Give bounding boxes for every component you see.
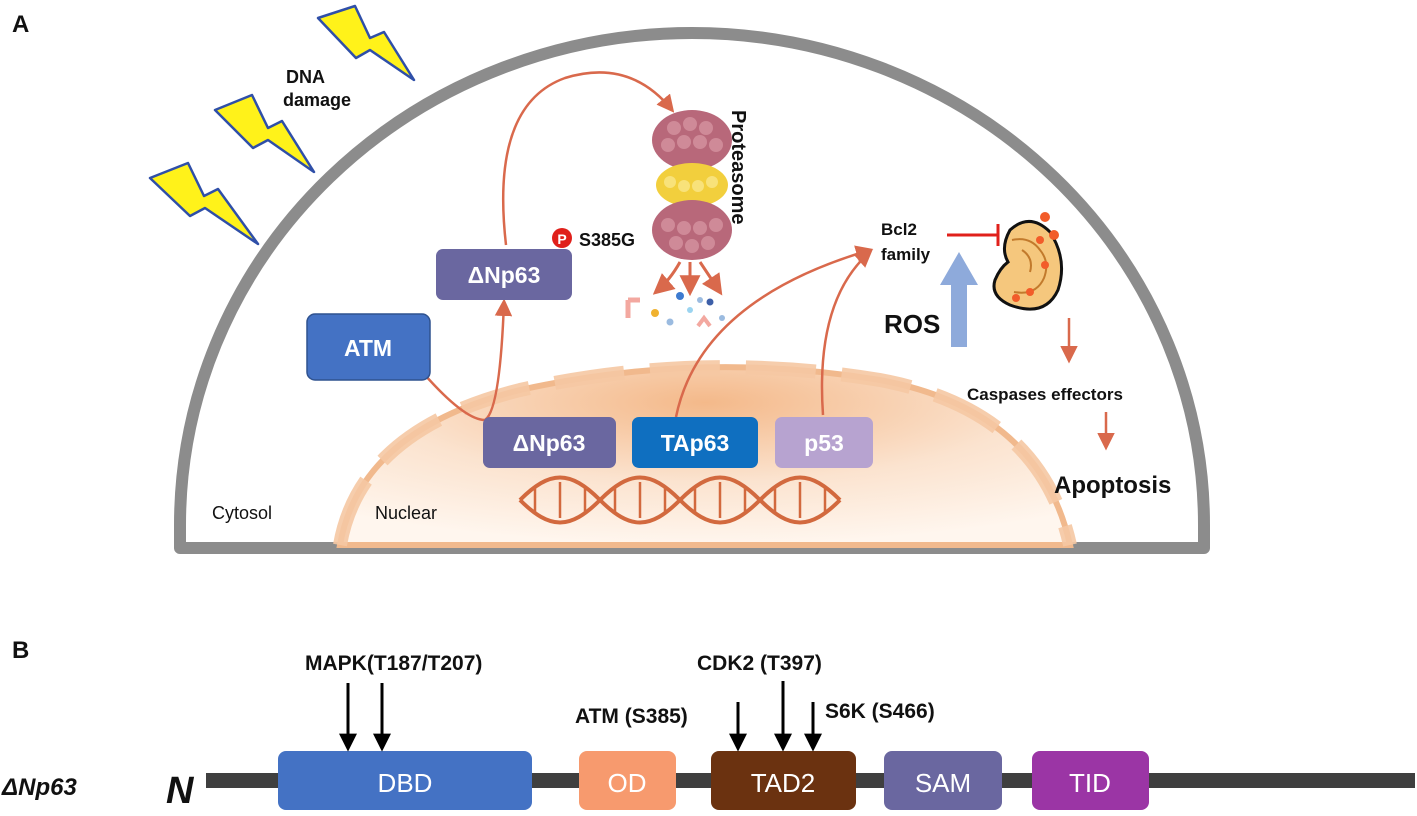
degradation-arrows <box>652 261 723 297</box>
n-terminus-label: N <box>166 770 195 812</box>
domain-od: OD <box>579 751 676 810</box>
kinase-mapk: MAPK(T187/T207) <box>305 652 482 675</box>
proteasome-label: Proteasome <box>727 110 749 225</box>
dna-damage-line1: DNA <box>286 67 325 87</box>
atm-label: ATM <box>344 335 392 361</box>
cytosol-label: Cytosol <box>212 503 272 523</box>
p53-box: p53 <box>775 417 873 468</box>
phospho-badge: P <box>552 228 572 248</box>
panel-b-label: B <box>12 637 29 664</box>
degraded-fragments <box>625 292 725 328</box>
kinase-atm: ATM (S385) <box>575 705 688 728</box>
mitochondrion-icon <box>992 212 1064 311</box>
dna-helix-icon <box>518 475 842 525</box>
domain-dbd-label: DBD <box>378 768 433 798</box>
domain-sam: SAM <box>884 751 1002 810</box>
bcl2-line1: Bcl2 <box>881 220 917 239</box>
domain-tid-label: TID <box>1069 768 1111 798</box>
dnp63-nuclear-label: ΔNp63 <box>513 430 586 456</box>
proteasome-icon <box>652 110 732 260</box>
kinase-cdk2: CDK2 (T397) <box>697 652 822 675</box>
tap63-box: TAp63 <box>632 417 758 468</box>
tap63-label: TAp63 <box>661 430 730 456</box>
phospho-mark: P <box>557 231 566 247</box>
atm-box: ATM <box>306 313 431 381</box>
lightning-bolt-icon <box>148 4 416 246</box>
domain-tad2-label: TAD2 <box>751 768 816 798</box>
kinase-arrows <box>339 681 822 752</box>
domain-od-label: OD <box>608 768 647 798</box>
pathway-arrows <box>424 71 1115 451</box>
domain-tid: TID <box>1032 751 1149 810</box>
domain-tad2: TAD2 <box>711 751 856 810</box>
panel-a-label: A <box>12 11 29 38</box>
dnp63-nuclear-box: ΔNp63 <box>483 417 616 468</box>
dnp63-cytosol-label: ΔNp63 <box>468 262 541 288</box>
domain-dbd: DBD <box>278 751 532 810</box>
kinase-s6k: S6K (S466) <box>825 700 935 723</box>
up-arrow-icon <box>940 252 978 347</box>
protein-name: ΔNp63 <box>1 774 77 801</box>
nuclear-label: Nuclear <box>375 503 437 523</box>
apoptosis-label: Apoptosis <box>1054 472 1171 499</box>
domain-sam-label: SAM <box>915 768 971 798</box>
phospho-site-label: S385G <box>579 230 635 250</box>
dna-damage-line2: damage <box>283 90 351 110</box>
dnp63-cytosol-box: ΔNp63 <box>436 249 572 300</box>
p53-label: p53 <box>804 430 844 456</box>
ros-label: ROS <box>884 309 940 339</box>
caspases-label: Caspases effectors <box>967 385 1123 404</box>
inhibition-line <box>947 224 1000 246</box>
bcl2-line2: family <box>881 245 931 264</box>
